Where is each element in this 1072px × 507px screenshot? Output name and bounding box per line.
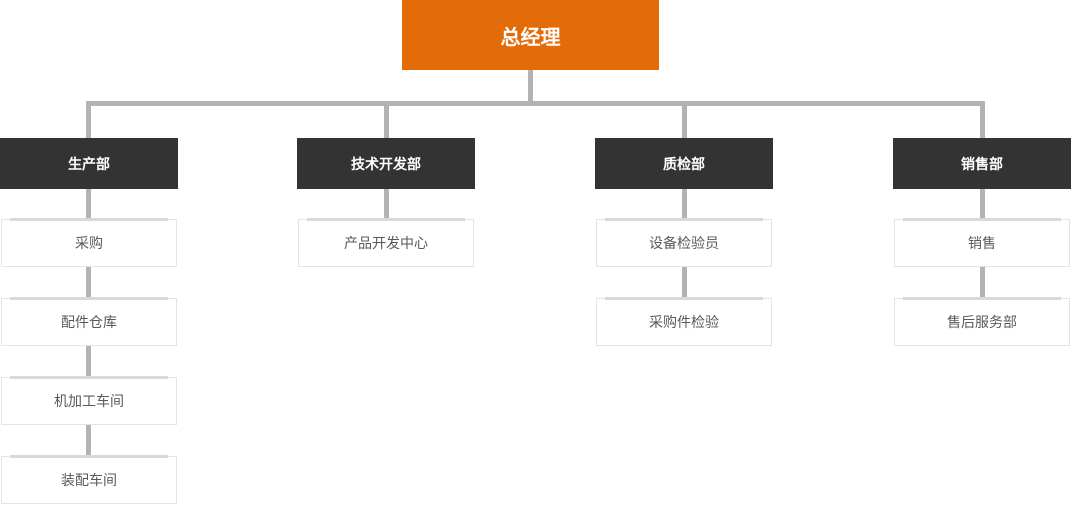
connector-stub: [384, 189, 389, 219]
connector-stub: [682, 267, 687, 298]
node-label: 装配车间: [61, 472, 117, 488]
connector-horizontal-rail: [86, 101, 985, 106]
node-label: 生产部: [68, 155, 110, 172]
node-dept-production[interactable]: 生产部: [0, 138, 178, 189]
connector-stub: [980, 267, 985, 298]
node-purchasing[interactable]: 采购: [1, 218, 177, 267]
node-label: 技术开发部: [351, 155, 421, 172]
connector-drop-tech-development: [384, 101, 389, 138]
node-label: 质检部: [663, 155, 705, 172]
node-label: 设备检验员: [649, 235, 719, 251]
node-label: 销售: [968, 235, 996, 251]
node-label: 总经理: [500, 26, 561, 49]
node-dept-quality-inspection[interactable]: 质检部: [595, 138, 773, 189]
node-label: 产品开发中心: [344, 235, 428, 251]
connector-stub: [682, 189, 687, 219]
connector-stub: [86, 267, 91, 298]
connector-stub: [86, 189, 91, 219]
node-general-manager[interactable]: 总经理: [402, 0, 659, 70]
node-parts-warehouse[interactable]: 配件仓库: [1, 297, 177, 346]
node-purchased-parts-inspection[interactable]: 采购件检验: [596, 297, 772, 346]
node-label: 机加工车间: [54, 393, 124, 409]
node-dept-tech-development[interactable]: 技术开发部: [297, 138, 475, 189]
node-assembly-workshop[interactable]: 装配车间: [1, 455, 177, 504]
connector-stub: [86, 425, 91, 456]
node-equipment-inspector[interactable]: 设备检验员: [596, 218, 772, 267]
connector-stub: [980, 189, 985, 219]
node-label: 售后服务部: [947, 314, 1017, 330]
node-dept-sales[interactable]: 销售部: [893, 138, 1071, 189]
node-label: 销售部: [961, 155, 1003, 172]
connector-drop-sales: [980, 101, 985, 138]
node-label: 配件仓库: [61, 314, 117, 330]
connector-stub: [86, 346, 91, 377]
connector-root-stub: [528, 70, 533, 101]
node-machining-workshop[interactable]: 机加工车间: [1, 376, 177, 425]
node-after-sales-service[interactable]: 售后服务部: [894, 297, 1070, 346]
node-product-dev-center[interactable]: 产品开发中心: [298, 218, 474, 267]
connector-drop-quality-inspection: [682, 101, 687, 138]
node-label: 采购件检验: [649, 314, 719, 330]
node-label: 采购: [75, 235, 103, 251]
node-sales[interactable]: 销售: [894, 218, 1070, 267]
connector-drop-production: [86, 101, 91, 138]
